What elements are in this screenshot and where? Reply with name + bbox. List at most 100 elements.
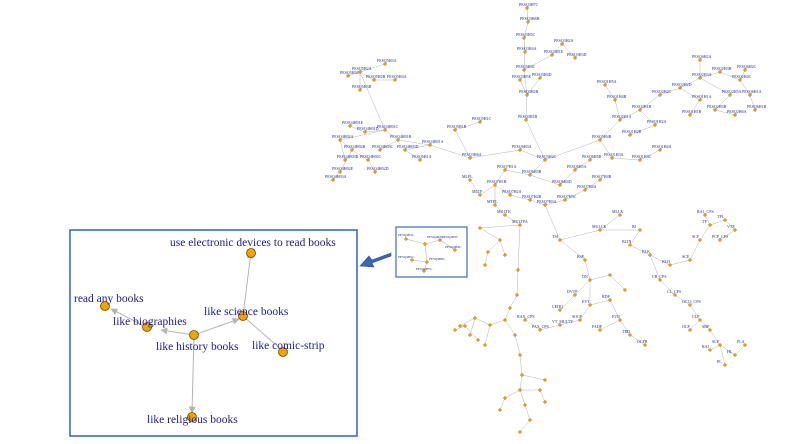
mini-node (425, 260, 429, 264)
network-node (558, 308, 562, 312)
network-edge (629, 124, 656, 136)
network-edge (699, 319, 711, 331)
network-edge (529, 159, 546, 176)
mini-label: PESQ4H3C (442, 235, 459, 239)
network-node-label: PESQ7H4B (592, 174, 612, 179)
network-node (358, 70, 362, 74)
network-node-label: PESQ3H1B (518, 114, 538, 119)
network-node (468, 156, 472, 160)
network-edge (639, 149, 661, 161)
network-node-label: PESQ7H4A (577, 184, 597, 189)
network-node-label: PESQ4H03B (337, 154, 359, 159)
mini-label: PESQ4H5C (398, 255, 415, 259)
network-edge (454, 129, 471, 159)
network-node (748, 93, 752, 97)
network-node (468, 333, 472, 337)
network-node-label: BJ (632, 224, 637, 229)
network-node (618, 213, 622, 217)
network-edge (689, 239, 701, 261)
network-node-label: PAX_CPS (532, 324, 549, 329)
network-node-label: PESQ3H2A (554, 38, 574, 43)
network-edge (484, 251, 489, 266)
network-node-label: CB_CPS (652, 274, 666, 279)
network-edge (519, 79, 528, 96)
network-node (643, 343, 647, 347)
network-node-label: PESQ4H01B (390, 134, 412, 139)
network-node-label: TPL (717, 214, 725, 219)
network-node (648, 253, 652, 257)
network-edge (699, 77, 731, 96)
network-edge (619, 109, 641, 121)
network-edge (521, 374, 546, 381)
network-node (618, 318, 622, 322)
network-node (486, 250, 490, 254)
network-node (488, 323, 492, 327)
node-science-books (238, 311, 248, 321)
network-node-label: RDP (602, 294, 611, 299)
network-edge (689, 319, 701, 331)
network-node (723, 363, 727, 367)
network-node (483, 343, 487, 347)
network-edge (347, 71, 361, 77)
node-read-any-books (100, 301, 110, 311)
network-node-label: MULTK (497, 209, 511, 214)
network-node-label: SCE (682, 254, 690, 259)
network-node (473, 316, 477, 320)
network-node-label: PESQ3H4D (532, 72, 552, 77)
network-node-label: PESQ3H3D (567, 52, 587, 57)
network-edge (509, 294, 518, 309)
network-node-label: PESQ6H3A (512, 144, 532, 149)
mini-node (453, 248, 457, 252)
network-edge (494, 169, 506, 186)
network-node (698, 58, 702, 62)
network-edge (709, 329, 721, 346)
network-node (518, 388, 522, 392)
network-node (338, 138, 342, 142)
network-edge (484, 324, 491, 346)
network-node-label: PESQ3H1E (544, 49, 564, 54)
network-node (668, 263, 672, 267)
network-node (528, 418, 532, 422)
mini-panel-frame (395, 226, 468, 278)
network-node-label: PESQ5H2B (366, 74, 386, 79)
network-node-label: PESQ5H3B (352, 84, 372, 89)
network-edge (739, 69, 746, 81)
network-node (383, 62, 387, 66)
network-edge (509, 194, 531, 201)
network-node-label: TBD (622, 329, 630, 334)
network-edge (364, 129, 386, 133)
network-edge (709, 219, 726, 226)
network-node (733, 228, 737, 232)
network-labels: PESQ3H2CPESQ3H1BPESQ3H2BPESQ3H3CPESQ3H4A… (325, 2, 767, 364)
network-node-label: MLPL (462, 174, 473, 179)
network-node (338, 170, 342, 174)
network-node (708, 328, 712, 332)
network-node (728, 93, 732, 97)
network-node-label: PESQ1H5A (597, 79, 617, 84)
network-node (598, 228, 602, 232)
network-edge (629, 334, 646, 346)
label-electronic-devices: use electronic devices to read books (170, 237, 336, 249)
network-node (518, 430, 522, 434)
network-edge (609, 299, 621, 321)
network-node-label: PESQ3H4A (517, 46, 537, 51)
network-edge (523, 37, 526, 53)
network-node (458, 324, 462, 328)
network-edge (519, 149, 546, 161)
network-node-label: PESQ4H03C (372, 144, 394, 149)
mini-node (404, 237, 408, 241)
network-edge (469, 149, 521, 159)
network-edge (526, 77, 541, 96)
network-node-label: DN (582, 274, 588, 279)
network-edge (659, 279, 676, 296)
network-edge (714, 109, 736, 116)
zoom-panel: use electronic devices to read books lik… (74, 237, 336, 426)
network-edge (719, 344, 736, 356)
network-node (523, 50, 527, 54)
network-node-label: SCF (692, 234, 700, 239)
network-edge (459, 317, 476, 327)
network-node (658, 148, 662, 152)
network-edge (614, 99, 621, 121)
network-edge (679, 77, 701, 89)
network-edge (589, 299, 611, 306)
